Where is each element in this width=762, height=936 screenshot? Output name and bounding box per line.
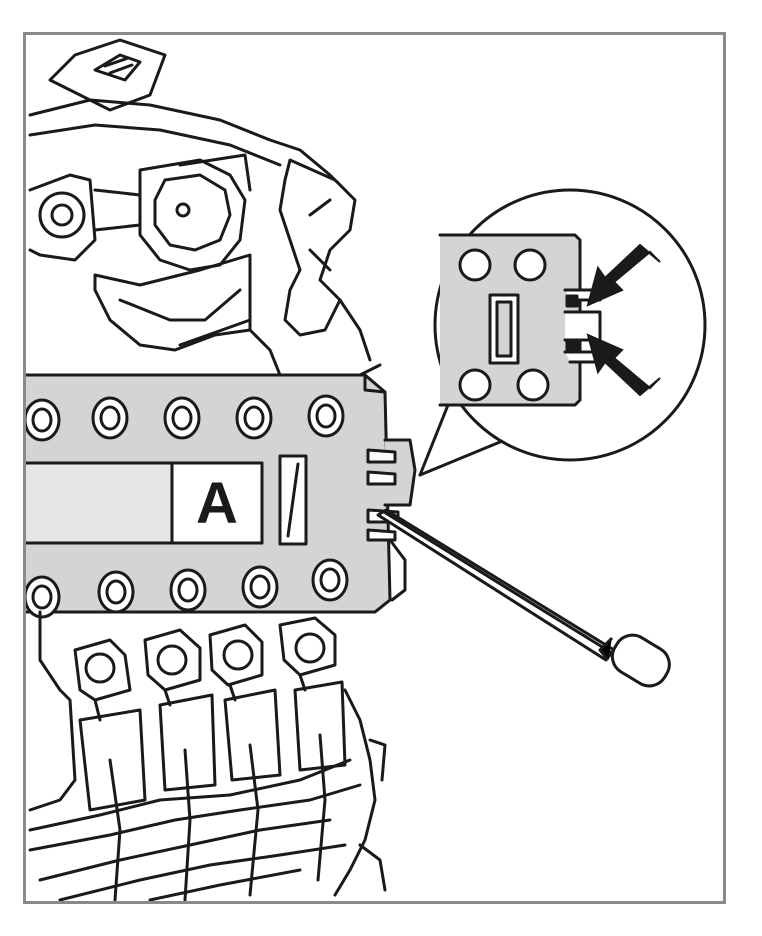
fuse-box — [26, 373, 417, 619]
arrow-icon — [586, 243, 661, 397]
label-a: A — [196, 471, 238, 536]
figure-frame — [23, 32, 726, 904]
bottom-screw-row — [26, 558, 349, 619]
screwdriver-icon — [376, 508, 671, 688]
lower-terminals — [28, 610, 387, 901]
top-screw-row — [26, 394, 345, 442]
magnified-detail-callout — [418, 188, 707, 477]
upper-bracket — [28, 38, 382, 382]
